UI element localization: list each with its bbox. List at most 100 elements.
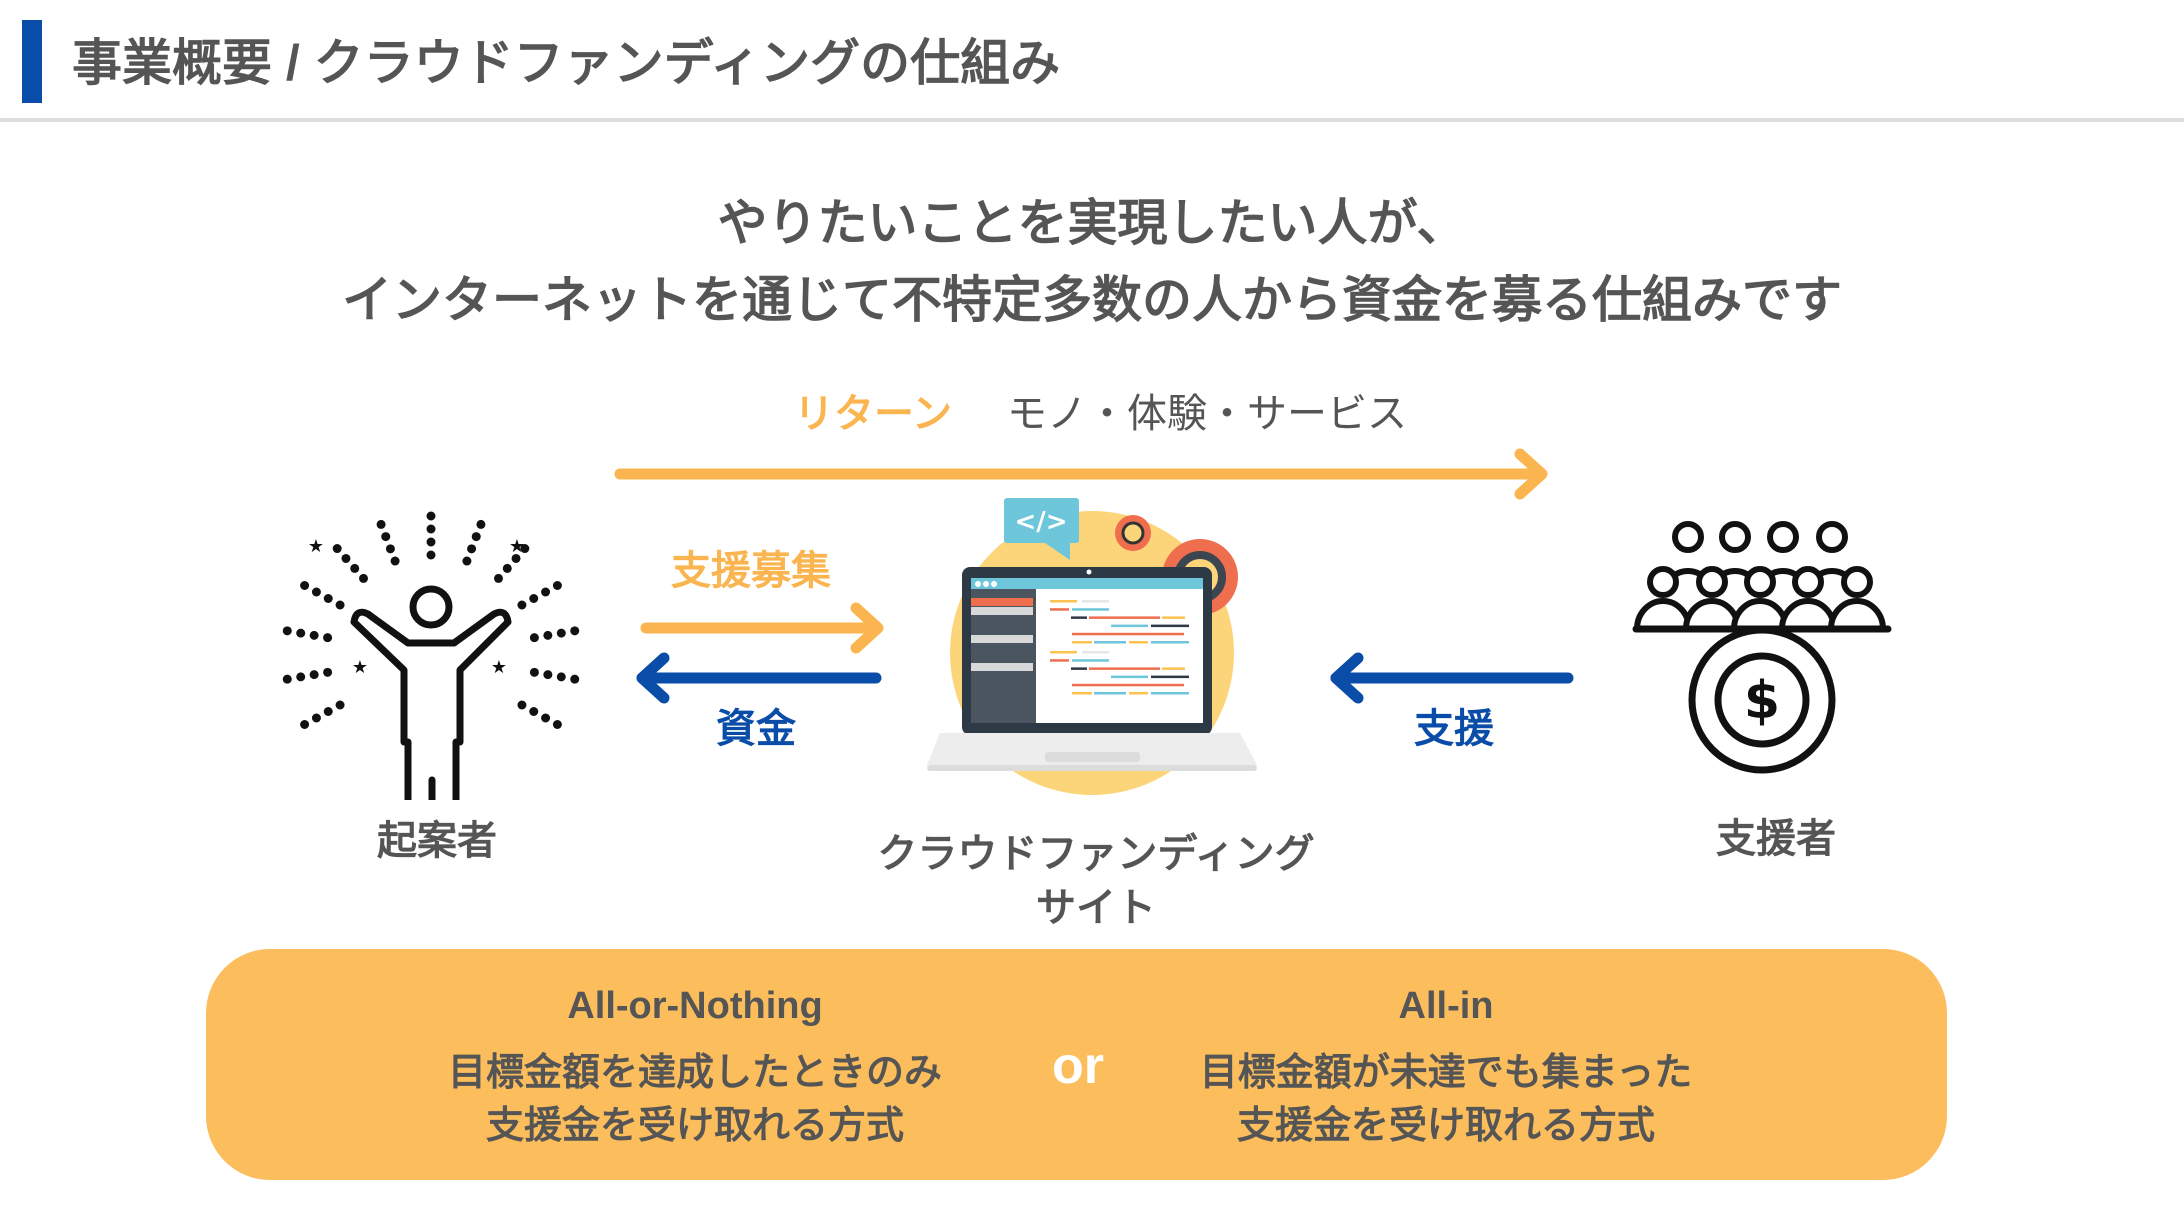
all-in-line1: 目標金額が未達でも集まった	[1199, 1052, 1693, 1094]
dot	[552, 720, 562, 729]
dot	[381, 532, 391, 542]
all-or-nothing-title: All-or-Nothing	[567, 985, 823, 1027]
header-divider	[0, 118, 2184, 122]
celebration-dots: ★★★★	[282, 511, 580, 729]
support-request-arrow	[640, 602, 884, 654]
platform-label-line1: クラウドファンディング	[877, 832, 1315, 876]
person-body	[1827, 598, 1887, 632]
dot	[511, 553, 521, 563]
dot	[323, 594, 333, 603]
dot	[462, 556, 472, 566]
star-icon: ★	[491, 657, 507, 677]
code-line	[1151, 624, 1189, 628]
all-in-title: All-in	[1398, 985, 1494, 1027]
code-line	[1129, 641, 1148, 644]
dot	[502, 563, 512, 573]
code-bubble-icon: </>	[1004, 498, 1079, 560]
dot	[341, 553, 351, 563]
code-line	[1082, 600, 1109, 603]
dot	[471, 532, 481, 542]
person-head	[1696, 566, 1728, 598]
dot	[476, 519, 486, 529]
code-line	[1082, 651, 1109, 654]
person-head	[1841, 566, 1873, 598]
headline-line1: やりたいことを実現したい人が、	[717, 195, 1467, 251]
support-request-label: 支援募集	[671, 549, 831, 593]
code-line	[1071, 667, 1087, 670]
code-line	[1151, 675, 1189, 679]
crowd-money-icon: $	[1632, 521, 1892, 774]
code-line	[1162, 667, 1185, 670]
code-line	[1072, 659, 1109, 662]
dot	[323, 633, 333, 643]
code-line	[1111, 624, 1148, 628]
dot	[323, 707, 333, 716]
dot	[335, 600, 345, 610]
code-line	[1072, 683, 1184, 687]
dot	[493, 573, 503, 583]
dot	[556, 628, 566, 638]
code-line	[1089, 616, 1160, 619]
code-line	[1050, 600, 1077, 603]
dot	[309, 630, 319, 640]
platform-label-line2: サイト	[1036, 886, 1156, 930]
code-line	[1071, 616, 1087, 619]
funds-arrow	[636, 652, 882, 704]
support-arrow	[1330, 652, 1574, 704]
dot	[529, 667, 539, 677]
dot	[543, 670, 553, 680]
star-icon: ★	[352, 657, 368, 677]
person-body	[1730, 598, 1790, 632]
dot	[541, 587, 551, 597]
person-head	[1816, 521, 1848, 553]
return-arrow	[614, 448, 1548, 500]
celebrating-person-icon: ★★★★	[282, 511, 580, 800]
dot	[541, 713, 551, 723]
all-or-nothing-line1: 目標金額を達成したときのみ	[447, 1052, 943, 1094]
person-body	[1633, 598, 1693, 632]
code-line	[1072, 692, 1092, 695]
dot	[517, 600, 527, 610]
dot	[543, 630, 553, 640]
crowd-people	[1633, 521, 1887, 632]
dot	[296, 672, 306, 682]
dot	[570, 674, 580, 684]
dot	[296, 628, 306, 638]
dot	[529, 594, 539, 603]
code-line	[1151, 692, 1189, 695]
dot	[311, 713, 321, 723]
dot	[359, 573, 369, 583]
code-line	[1072, 608, 1109, 611]
dot	[552, 581, 562, 590]
all-or-nothing-line2: 支援金を受け取れる方式	[485, 1105, 905, 1147]
code-line	[1111, 675, 1148, 679]
dot	[467, 544, 477, 554]
dot	[309, 670, 319, 680]
dot	[517, 700, 527, 710]
person-head	[1744, 566, 1776, 598]
dot	[385, 544, 395, 554]
title-accent-bar	[22, 20, 42, 103]
code-line	[1129, 692, 1148, 695]
headline-line2: インターネットを通じて不特定多数の人から資金を募る仕組みです	[342, 272, 1842, 328]
svg-text:</>: </>	[1014, 507, 1067, 537]
person-head	[1767, 521, 1799, 553]
code-line	[1094, 641, 1126, 644]
code-line	[1089, 667, 1160, 670]
dot	[570, 626, 580, 636]
dot	[529, 707, 539, 716]
dot	[350, 563, 360, 573]
funds-label: 資金	[716, 707, 796, 751]
svg-text:$: $	[1744, 671, 1780, 731]
person-head	[1647, 566, 1679, 598]
code-line	[1094, 692, 1126, 695]
all-in-line2: 支援金を受け取れる方式	[1236, 1105, 1656, 1147]
dot	[376, 519, 386, 529]
dot	[282, 674, 292, 684]
person-head	[1672, 521, 1704, 553]
dot	[556, 672, 566, 682]
dot	[311, 587, 321, 597]
person-head	[1792, 566, 1824, 598]
return-label: リターン	[794, 392, 952, 436]
